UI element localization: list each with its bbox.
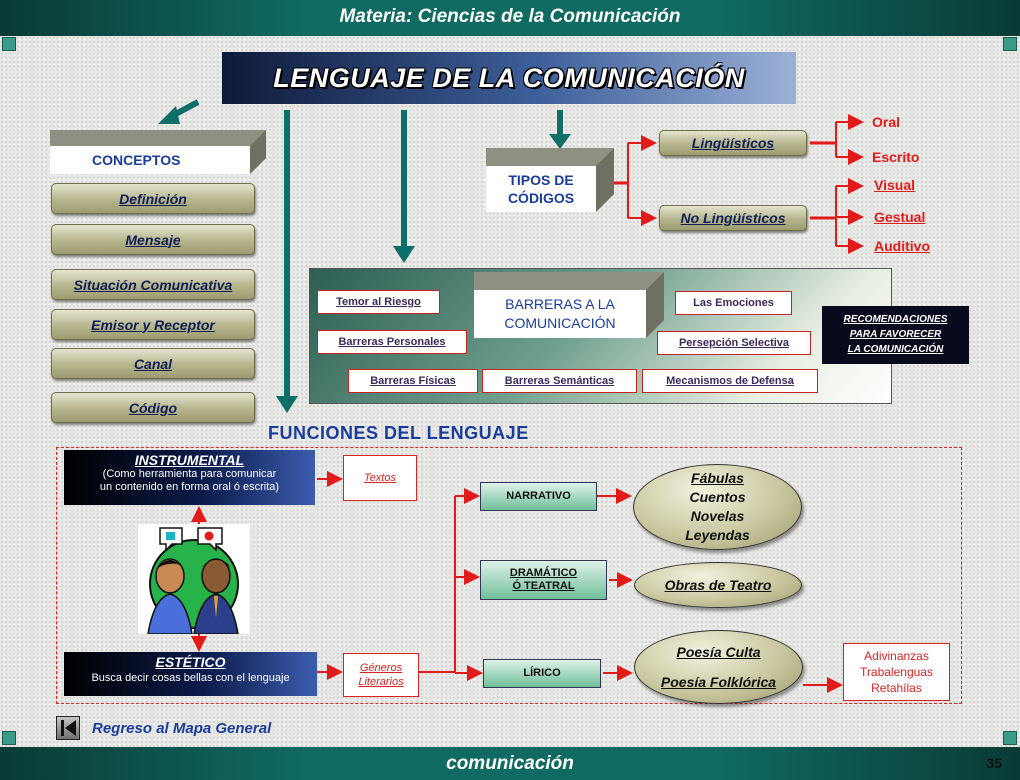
estetico-title: ESTÉTICO [155, 654, 226, 670]
codigo-gestual: Gestual [874, 209, 926, 225]
narrativo-item: Novelas [690, 508, 745, 524]
lirico-item: Poesía Culta [676, 644, 761, 660]
dramatico-line2: Ó TEATRAL [512, 580, 575, 592]
concept-canal[interactable]: Canal [51, 348, 255, 379]
codigo-no-linguisticos[interactable]: No Lingüísticos [659, 205, 807, 231]
barreras-bevel [474, 272, 664, 338]
dramatico-item: Obras de Teatro [664, 577, 772, 593]
codigo-oral: Oral [872, 114, 901, 130]
course-title: Materia: Ciencias de la Comunicación [339, 6, 681, 27]
back-link[interactable]: Regreso al Mapa General [92, 720, 272, 737]
generos-line2: Literarios [358, 676, 404, 688]
barrera-emociones[interactable]: Las Emociones [675, 291, 792, 315]
genero-lirico[interactable]: LÍRICO [483, 659, 601, 688]
narrativo-item: Cuentos [689, 489, 746, 505]
barrera-fisicas[interactable]: Barreras Físicas [348, 369, 478, 393]
codigo-visual: Visual [874, 177, 915, 193]
people-talking-icon [138, 524, 250, 634]
corner-square-icon [2, 731, 16, 745]
textos-link[interactable]: Textos [343, 455, 417, 501]
lirico-extra-item: Retahílas [871, 681, 922, 695]
barrera-persepcion[interactable]: Persepción Selectiva [657, 331, 811, 355]
corner-square-icon [1003, 731, 1017, 745]
lirico-extra-item: Trabalenguas [860, 665, 933, 679]
genero-dramatico[interactable]: DRAMÁTICO Ó TEATRAL [480, 560, 607, 600]
barreras-label: BARRERAS A LA COMUNICACIÓN [504, 296, 616, 331]
concept-situacion[interactable]: Situación Comunicativa [51, 269, 255, 300]
lirico-item: Poesía Folklórica [660, 674, 777, 690]
generos-literarios-link[interactable]: Géneros Literarios [343, 653, 419, 697]
lirico-extra-item: Adivinanzas [864, 649, 929, 663]
instrumental-line2: un contenido en forma oral ó escrita) [99, 481, 280, 493]
codigos-bevel [486, 148, 614, 212]
dramatico-line1: DRAMÁTICO [509, 567, 578, 579]
estetico-desc: Busca decir cosas bellas con el lenguaje [91, 672, 290, 684]
conceptos-bevel [50, 130, 266, 174]
instrumental-box[interactable]: INSTRUMENTAL (Como herramienta para comu… [64, 450, 315, 505]
concept-emisor-receptor[interactable]: Emisor y Receptor [51, 309, 255, 340]
codigo-linguisticos[interactable]: Lingüísticos [659, 130, 807, 156]
codigo-escrito: Escrito [872, 149, 920, 165]
main-title: LENGUAJE DE LA COMUNICACIÓN [222, 52, 796, 104]
footer-bar: comunicación 35 [0, 747, 1020, 780]
back-button[interactable] [56, 716, 80, 740]
concept-mensaje[interactable]: Mensaje [51, 224, 255, 255]
codigo-auditivo: Auditivo [874, 238, 930, 254]
dramatico-oval: Obras de Teatro [634, 562, 802, 608]
genero-narrativo[interactable]: NARRATIVO [480, 482, 597, 511]
barrera-temor[interactable]: Temor al Riesgo [317, 290, 440, 314]
narrativo-item: Leyendas [685, 527, 750, 543]
funciones-title: FUNCIONES DEL LENGUAJE [268, 423, 529, 443]
barrera-personales[interactable]: Barreras Personales [317, 330, 467, 354]
corner-square-icon [2, 37, 16, 51]
narrativo-item: Fábulas [691, 470, 744, 486]
conceptos-label: CONCEPTOS [92, 152, 181, 168]
recomendaciones-link[interactable]: RECOMENDACIONES PARA FAVORECER LA COMUNI… [822, 306, 969, 364]
narrativo-oval: Fábulas Cuentos Novelas Leyendas [633, 464, 802, 550]
funciones-border [56, 447, 962, 704]
concept-codigo[interactable]: Código [51, 392, 255, 423]
tipos-codigos-label: TIPOS DE CÓDIGOS [507, 172, 575, 206]
back-arrow-icon [61, 720, 76, 736]
barrera-semanticas[interactable]: Barreras Semánticas [482, 369, 637, 393]
estetico-box[interactable]: ESTÉTICO Busca decir cosas bellas con el… [64, 652, 317, 696]
instrumental-line1: (Como herramienta para comunicar [102, 468, 277, 480]
barrera-mecanismos[interactable]: Mecanismos de Defensa [642, 369, 818, 393]
instrumental-title: INSTRUMENTAL [134, 452, 245, 468]
header-bar: Materia: Ciencias de la Comunicación [0, 0, 1020, 36]
concept-definicion[interactable]: Definición [51, 183, 255, 214]
lirico-oval: Poesía Culta Poesía Folklórica [634, 630, 803, 704]
corner-square-icon [1003, 37, 1017, 51]
generos-line1: Géneros [359, 662, 403, 674]
lirico-extra-box: Adivinanzas Trabalenguas Retahílas [843, 643, 950, 701]
footer-title: comunicación [446, 753, 574, 774]
page-number: 35 [986, 755, 1002, 771]
